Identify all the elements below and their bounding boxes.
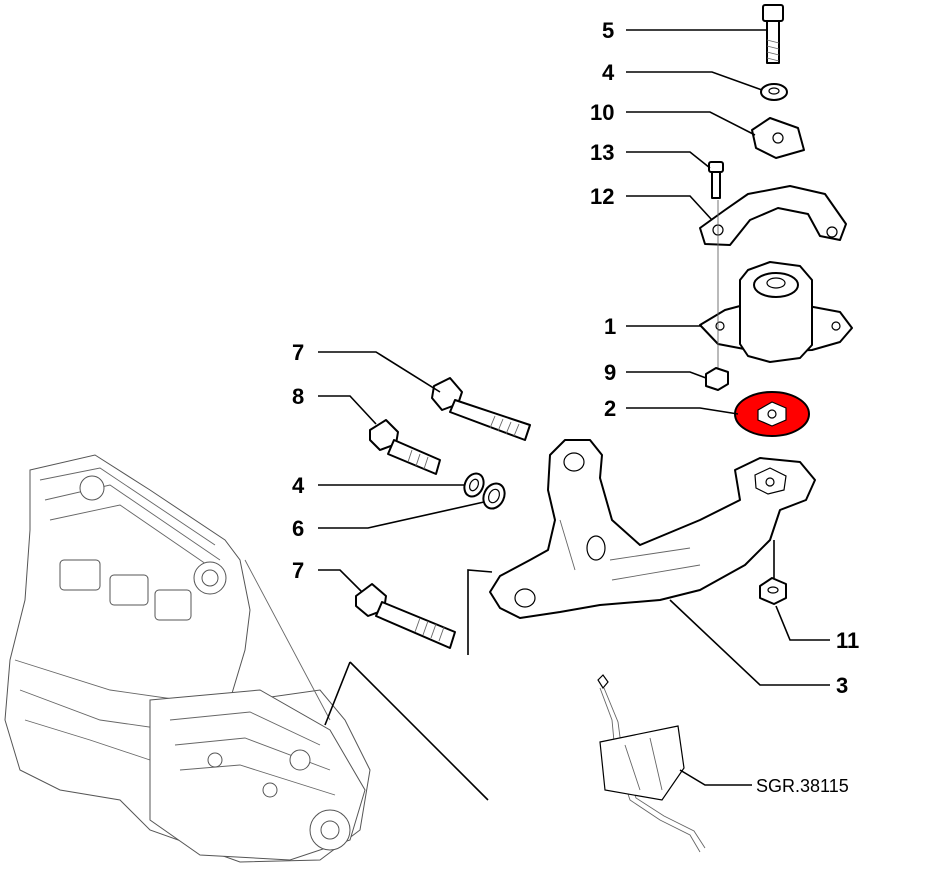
part-8-bolt [369, 419, 441, 475]
leader-8 [318, 395, 377, 425]
callout-5: 5 [602, 18, 614, 43]
callout-7-top: 7 [292, 340, 304, 365]
leader-2 [626, 407, 739, 415]
reference-code: SGR.38115 [756, 776, 849, 796]
part-6-washer [482, 482, 506, 510]
part-9-nut [705, 367, 729, 391]
leader-6 [318, 501, 485, 529]
part-2-pad-highlighted [734, 391, 810, 437]
callout-9: 9 [604, 360, 616, 385]
leader-arm-bracket [467, 569, 493, 655]
leader-13 [626, 151, 711, 169]
part-7-bolt-bottom [355, 583, 456, 649]
callout-3: 3 [836, 673, 848, 698]
leader-7-top [318, 351, 441, 393]
part-10-plate [751, 117, 805, 159]
callout-12: 12 [590, 184, 614, 209]
part-5-bolt [762, 4, 784, 64]
callout-4-top: 4 [602, 60, 615, 85]
callout-7-bottom: 7 [292, 558, 304, 583]
part-3-support-arm [489, 439, 816, 619]
part-4-washer-top [760, 83, 788, 101]
part-12-bracket [699, 185, 847, 246]
leader-4-top [626, 71, 763, 91]
callout-11: 11 [836, 628, 859, 653]
leader-10 [626, 111, 756, 136]
callout-10: 10 [590, 100, 614, 125]
callout-8: 8 [292, 384, 304, 409]
leader-7-bottom [318, 569, 363, 593]
callout-4-mid: 4 [292, 473, 305, 498]
leader-ref [679, 769, 752, 786]
part-13-screw [708, 161, 724, 199]
engine-pointer-line [349, 661, 489, 801]
callout-6: 6 [292, 516, 304, 541]
part-7-bolt-top [431, 377, 531, 441]
part-4-washer-mid [463, 472, 485, 498]
callout-13: 13 [590, 140, 614, 165]
engine-pointer-line-short [324, 661, 351, 726]
leader-9 [626, 371, 707, 379]
leader-11 [775, 605, 830, 641]
harness-strap [597, 674, 706, 853]
leader-3 [669, 599, 830, 686]
part-1-engine-mount [699, 200, 853, 370]
part-11-nut [759, 577, 787, 605]
leader-12 [626, 195, 713, 221]
callout-1: 1 [604, 314, 616, 339]
callout-2: 2 [604, 396, 616, 421]
engine-gearbox-illustration [4, 454, 371, 863]
